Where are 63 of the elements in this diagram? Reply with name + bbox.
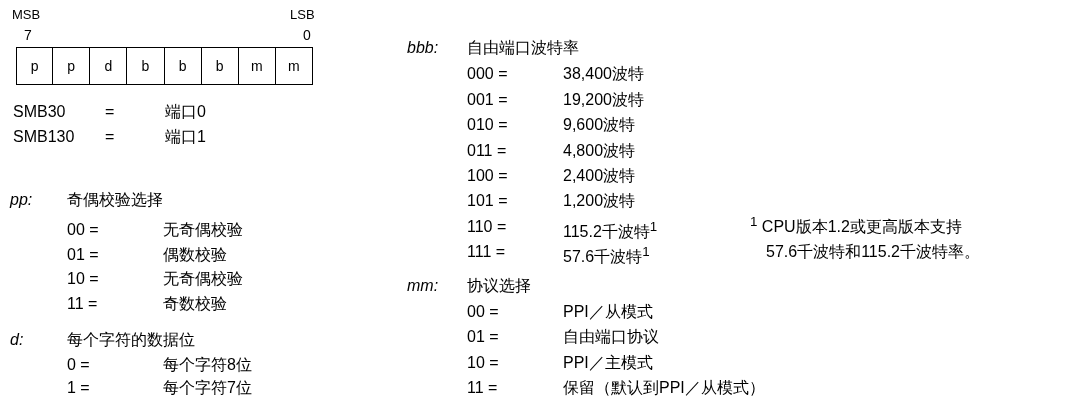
register-name: SMB130 [13,127,75,147]
table-cell-text: 57.6千波特$^{1}$ [563,243,650,268]
table-cell: 无奇偶校验 [163,220,243,240]
table-cell: 101 = [467,191,508,211]
bit-field-box: b [126,47,165,85]
table-cell: 011 = [467,141,507,161]
register-name: SMB30 [13,102,66,122]
bit-number: 7 [24,26,32,45]
section-heading: 奇偶校验选择 [67,190,163,210]
table-cell: 01 = [467,327,499,347]
table-cell: 2,400波特 [563,166,636,186]
table-cell: 1,200波特 [563,191,636,211]
table-cell: 4,800波特 [563,141,636,161]
table-cell: 38,400波特 [563,64,644,84]
table-cell: 每个字符8位 [163,355,252,375]
table-cell: 010 = [467,115,508,135]
table-cell: 每个字符7位 [163,378,252,398]
table-cell: 0 = [67,355,90,375]
bit-field-box: p [52,47,91,85]
table-cell: 10 = [67,269,99,289]
table-cell: PPI／主模式 [563,353,653,373]
section-heading: 每个字符的数据位 [67,330,195,350]
table-cell: 11 = [67,294,98,314]
field-name: mm: [407,276,439,296]
table-cell: 111 = [467,242,506,262]
table-cell: 无奇偶校验 [163,269,243,289]
table-cell: 00 = [467,302,499,322]
table-cell: 00 = [67,220,99,240]
equals-sign: = [105,127,115,147]
table-cell: 11 = [467,378,498,398]
footnote: $^{1}$ CPU版本1.2或更高版本支持57.6千波特和115.2千波特率。 [750,213,981,263]
table-cell: 001 = [467,90,508,110]
bit-field-box: b [200,47,239,85]
table-cell: 100 = [467,166,508,186]
section-heading: 协议选择 [467,276,531,296]
bit-field-box: b [163,47,202,85]
table-cell: 9,600波特 [563,115,636,135]
bit-field-box: d [89,47,128,85]
table-cell: 110 = [467,217,507,237]
table-cell: 奇数校验 [163,294,227,314]
equals-sign: = [105,102,115,122]
table-cell: 保留（默认到PPI／从模式） [563,378,765,398]
bit-field-box: m [237,47,276,85]
bit-order-label: MSB [12,6,41,24]
table-cell: 偶数校验 [163,245,227,265]
table-cell: 01 = [67,245,99,265]
table-cell: 端口1 [165,127,206,147]
table-cell: 自由端口协议 [563,327,659,347]
bit-field-box: m [274,47,313,85]
field-name: bbb: [407,38,439,58]
bit-field-box: p [16,47,54,85]
table-cell: PPI／从模式 [563,302,653,322]
bit-order-label: LSB [290,6,315,24]
bit-number: 0 [303,26,311,45]
field-name: pp: [10,190,33,210]
table-cell: 10 = [467,353,499,373]
table-cell: 端口0 [165,102,206,122]
table-cell: 19,200波特 [563,90,644,110]
section-heading: 自由端口波特率 [467,38,579,58]
field-name: d: [10,330,24,350]
table-cell: 000 = [467,64,508,84]
table-cell: 1 = [67,378,90,398]
table-cell-text: 115.2千波特$^{1}$ [563,218,658,243]
